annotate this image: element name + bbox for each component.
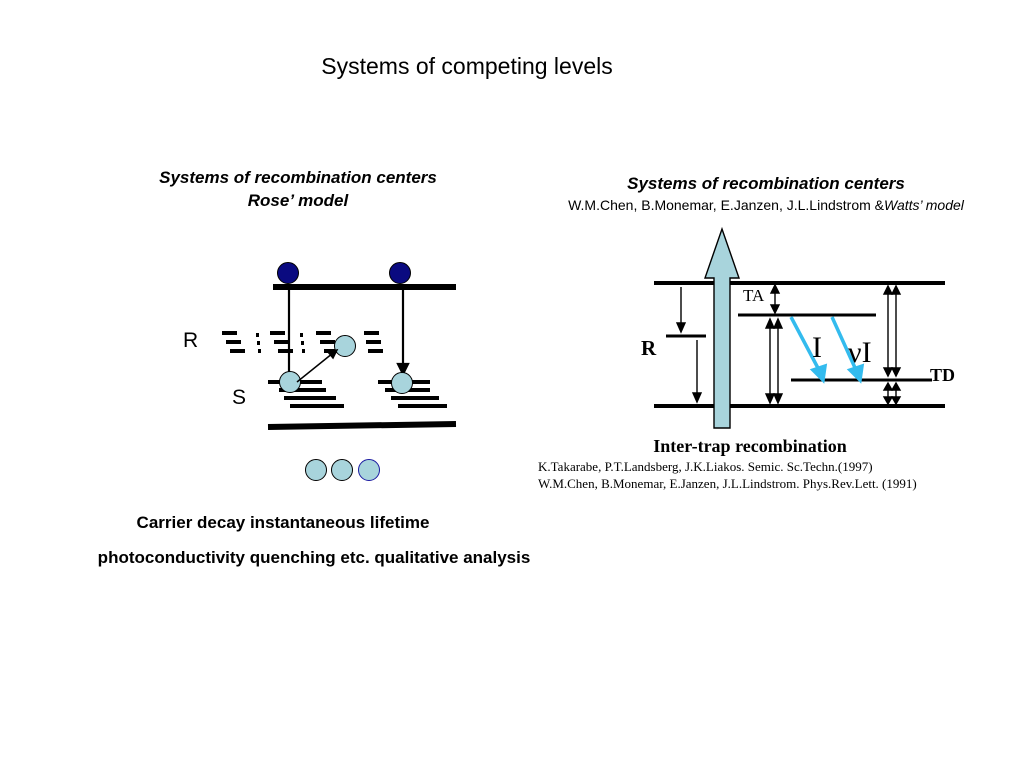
authors-model: Watts’ model xyxy=(884,197,964,213)
r-levels xyxy=(222,331,383,353)
intertrap-caption: Inter-trap recombination xyxy=(653,436,847,456)
left-panel-title: Systems of recombination centers Rose’ m… xyxy=(159,166,437,212)
left-label-s: S xyxy=(232,386,247,409)
bottom-caption-line1: Carrier decay instantaneous lifetime xyxy=(136,513,430,532)
hole-transfer-arrow xyxy=(296,348,339,383)
excitation-arrow xyxy=(704,226,740,429)
inter-trap-transitions xyxy=(789,316,865,384)
right-panel-authors: W.M.Chen, B.Monemar, E.Janzen, J.L.Linds… xyxy=(568,197,964,213)
right-label-r: R xyxy=(641,336,657,360)
s-levels-left xyxy=(268,380,344,408)
left-title-line1: Systems of recombination centers xyxy=(159,168,437,187)
free-hole-3 xyxy=(358,459,380,481)
label-nu: ν xyxy=(848,336,862,369)
hole-s-left xyxy=(279,371,301,393)
left-label-r: R xyxy=(183,329,199,352)
watts-model-diagram xyxy=(654,226,945,429)
reference-1: K.Takarabe, P.T.Landsberg, J.K.Liakos. S… xyxy=(538,459,873,474)
free-hole-1 xyxy=(305,459,327,481)
page-title: Systems of competing levels xyxy=(321,53,613,79)
hole-r-level xyxy=(334,335,356,357)
label-ta: TA xyxy=(743,286,765,305)
electron-left xyxy=(277,262,299,284)
right-panel-title: Systems of recombination centers xyxy=(627,174,905,193)
energy-arrows xyxy=(675,283,902,406)
free-hole-2 xyxy=(331,459,353,481)
hole-s-right xyxy=(391,372,413,394)
electron-right xyxy=(389,262,411,284)
reference-2: W.M.Chen, B.Monemar, E.Janzen, J.L.Linds… xyxy=(538,476,917,491)
label-i2: I xyxy=(861,336,872,369)
authors-names: W.M.Chen, B.Monemar, E.Janzen, J.L.Linds… xyxy=(568,197,885,213)
label-td: TD xyxy=(930,365,956,385)
label-transition-i: I xyxy=(812,331,822,364)
label-transition-nu-i: νI xyxy=(848,338,872,368)
rose-model-diagram xyxy=(222,262,457,481)
left-valence-band xyxy=(267,421,457,430)
bottom-caption-line2: photoconductivity quenching etc. qualita… xyxy=(97,548,531,567)
left-title-line2: Rose’ model xyxy=(247,191,349,210)
